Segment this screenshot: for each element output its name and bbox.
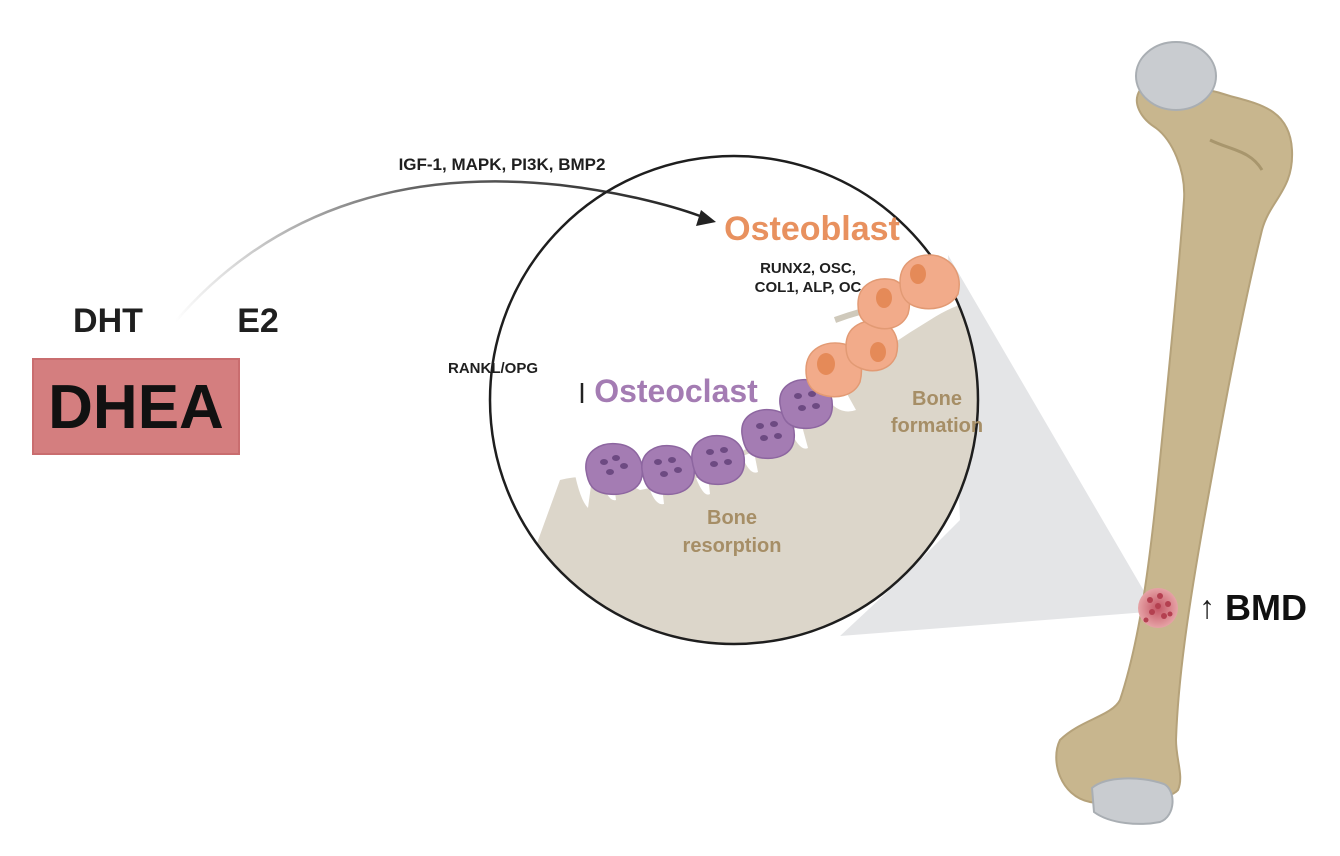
bmd-up-arrow-icon: ↑ xyxy=(1199,589,1215,625)
osteoblast-markers-line2: COL1, ALP, OC xyxy=(755,279,862,296)
arrow-head-icon xyxy=(696,210,716,226)
bone-matrix xyxy=(490,295,978,644)
osteoblast-label: Osteoblast xyxy=(724,210,900,248)
osteoblast-cell xyxy=(899,254,960,310)
osteoclast-cell xyxy=(585,442,644,496)
activation-arrow xyxy=(174,180,701,323)
pathway-top-label: IGF-1, MAPK, PI3K, BMP2 xyxy=(399,155,606,174)
bone-formation-line1: Bone xyxy=(912,388,962,410)
bone-resorption-line1: Bone xyxy=(707,507,757,529)
zoom-cone xyxy=(840,255,1148,636)
femoral-condyles xyxy=(1090,777,1174,825)
femur-icon xyxy=(1055,41,1294,825)
dhea-box xyxy=(32,358,240,455)
osteoclast-cell xyxy=(741,408,796,460)
bmd-label: BMD xyxy=(1225,587,1307,628)
osteoblast-markers-line1: RUNX2, OSC, xyxy=(760,260,856,277)
osteoclast-label: Osteoclast xyxy=(594,373,758,409)
pathway-mid-label: RANKL/OPG xyxy=(448,360,538,377)
bone-resorption-line2: resorption xyxy=(683,535,782,557)
osteoclast-cell xyxy=(641,444,696,496)
dhea-label: DHEA xyxy=(48,373,224,442)
osteoblast-cells xyxy=(805,254,960,398)
femoral-head xyxy=(1135,41,1217,111)
osteoblast-cell xyxy=(857,278,911,330)
bmd-spot xyxy=(1138,588,1178,628)
e2-label: E2 xyxy=(237,302,279,340)
bone-formation-line2: formation xyxy=(891,415,983,437)
magnified-view xyxy=(488,154,980,646)
osteoclast-cell xyxy=(691,434,746,486)
dht-label: DHT xyxy=(73,302,143,340)
